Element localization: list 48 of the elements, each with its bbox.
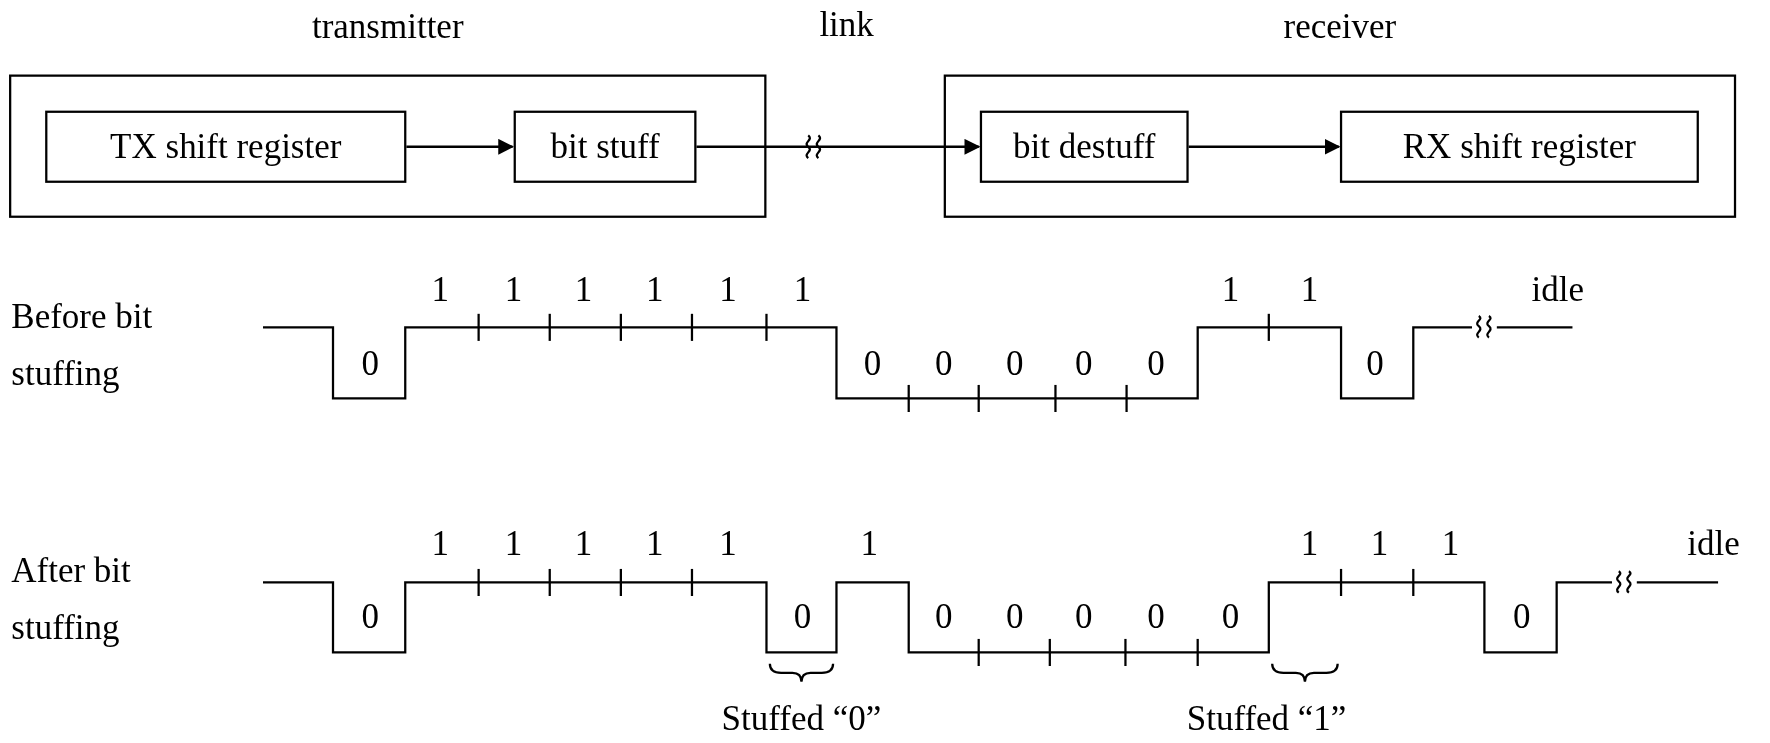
- bit-value: 1: [504, 524, 523, 564]
- arrow: [406, 138, 515, 155]
- bit-value: 1: [1441, 524, 1460, 564]
- bit-value: 1: [574, 524, 593, 564]
- bit-value: 0: [934, 344, 953, 383]
- arrow: [1188, 138, 1341, 155]
- bit-value: 1: [504, 270, 523, 310]
- text-label: link: [819, 5, 874, 45]
- bit-value: 0: [1221, 597, 1240, 636]
- bit-value: 1: [860, 524, 878, 564]
- bit-value: 1: [1221, 270, 1240, 310]
- bit-value: 0: [1147, 344, 1165, 383]
- bit-value: 0: [1512, 597, 1531, 636]
- bit-value: 0: [1074, 344, 1093, 383]
- bit-value: 1: [574, 270, 593, 310]
- text-label: idle: [1687, 524, 1740, 564]
- bit-value: 0: [361, 344, 379, 383]
- bit-value: 1: [645, 524, 664, 564]
- bit-value: 1: [793, 270, 812, 310]
- bit-value: 0: [793, 597, 812, 636]
- text-label: Stuffed “1”: [1186, 699, 1347, 739]
- bit-value: 1: [719, 270, 737, 310]
- bit-value: 1: [719, 524, 737, 564]
- row-label: After bit stuffing: [11, 549, 132, 649]
- bit-value: 0: [934, 597, 953, 636]
- bit-value: 0: [1006, 597, 1024, 636]
- arrow: [695, 134, 981, 160]
- process-box: bit stuff: [513, 110, 697, 183]
- block-heading: receiver: [1283, 6, 1397, 48]
- text-label: idle: [1531, 270, 1585, 310]
- bit-value: 0: [1074, 597, 1093, 636]
- text-label: Stuffed “0”: [721, 699, 882, 739]
- bit-value: 0: [1006, 344, 1024, 383]
- bit-value: 1: [1370, 524, 1389, 564]
- bit-value: 1: [431, 270, 449, 310]
- row-label: Before bit stuffing: [11, 295, 154, 395]
- bit-value: 0: [1366, 344, 1384, 383]
- bit-value: 0: [361, 597, 379, 636]
- bit-value: 1: [431, 524, 449, 564]
- process-box: TX shift register: [45, 110, 407, 183]
- bit-value: 0: [1147, 597, 1165, 636]
- process-box: bit destuff: [979, 110, 1189, 183]
- bit-value: 1: [1300, 270, 1319, 310]
- bit-value: 0: [863, 344, 882, 383]
- process-box: RX shift register: [1339, 110, 1699, 183]
- bit-value: 1: [645, 270, 664, 310]
- bit-value: 1: [1300, 524, 1319, 564]
- block-heading: transmitter: [311, 6, 464, 48]
